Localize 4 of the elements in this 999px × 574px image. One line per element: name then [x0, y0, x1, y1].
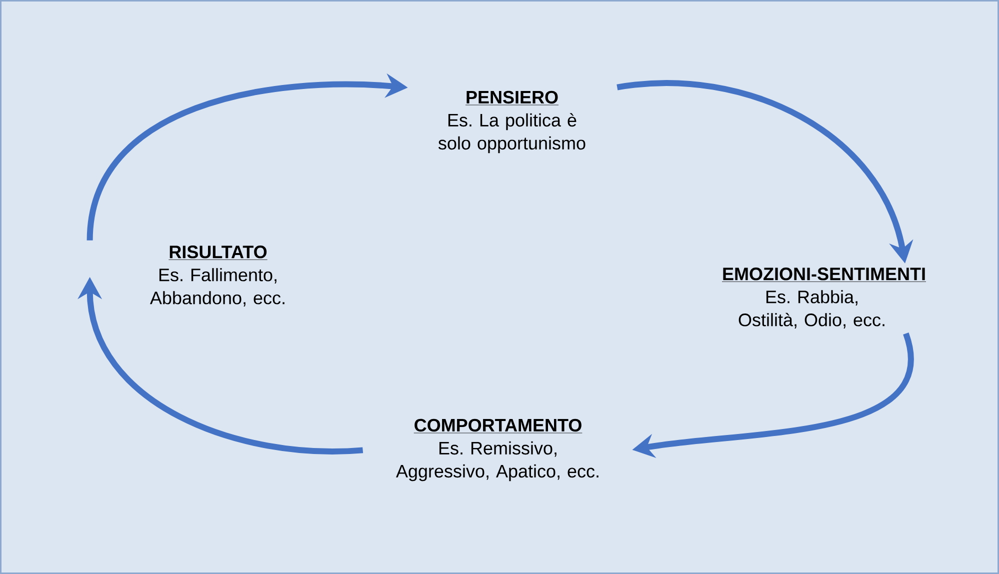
step-label: COMPORTAMENTO Es. Remissivo, Aggressivo, Apatico, ecc.	[396, 418, 598, 482]
step-label: RISULTATO Es. Fallimento, Abbandono, ecc.	[150, 246, 284, 306]
step-label: PENSIERO Es. La politica è solo opportunismo	[438, 90, 586, 154]
step-label: EMOZIONI-SENTIMENTI Es. Rabbia, Ostilità, Odio, ecc.	[722, 268, 926, 328]
